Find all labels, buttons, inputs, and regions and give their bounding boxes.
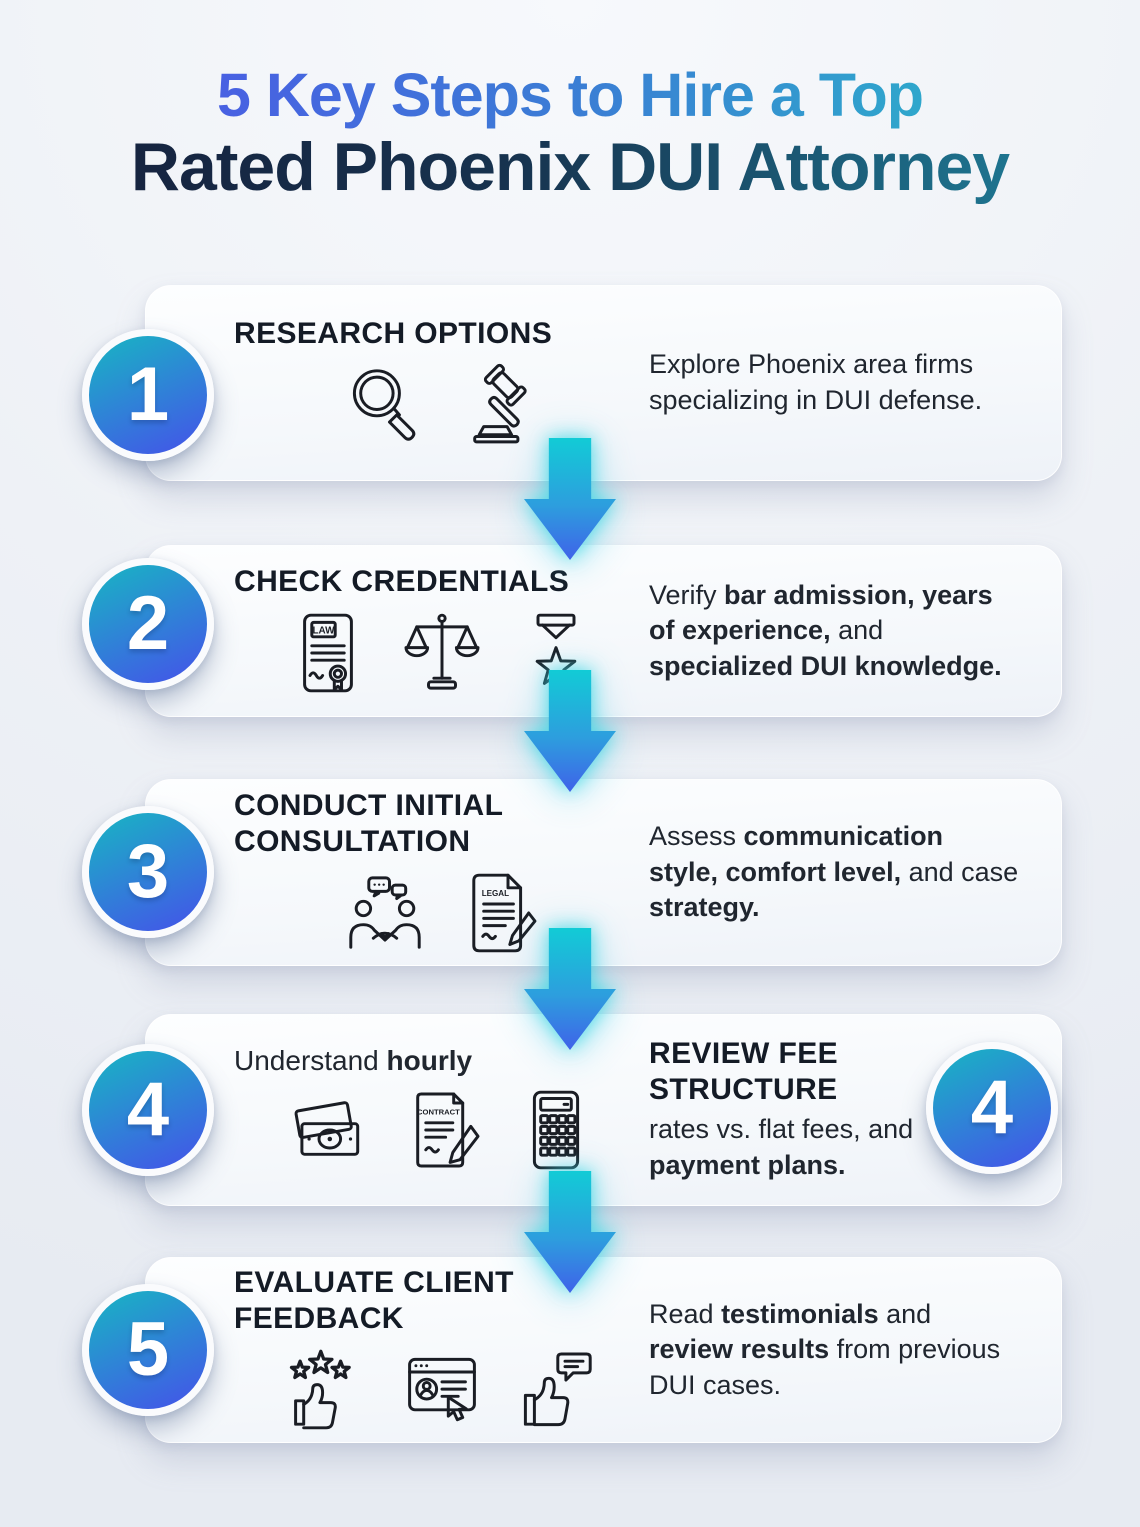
step-1-description: Explore Phoenix area firms specializing …: [649, 349, 983, 415]
step-5-number-badge: 5: [82, 1284, 214, 1416]
step-5-heading: EVALUATE CLIENT FEEDBACK: [234, 1266, 514, 1335]
svg-text:LAW: LAW: [312, 626, 335, 637]
step-1-icons: [340, 360, 544, 450]
step-3-card: CONDUCT INITIAL CONSULTATION LEGAL Asses…: [145, 779, 1062, 966]
svg-text:CONTRACT: CONTRACT: [417, 1108, 460, 1117]
step-4-text-column: REVIEW FEE STRUCTURE rates vs. flat fees…: [649, 1036, 949, 1183]
gavel-icon: [454, 360, 544, 450]
step-4-number-badge-left: 4: [82, 1044, 214, 1176]
magnifier-icon: [340, 360, 430, 450]
step-2-card: CHECK CREDENTIALS LAW Verify bar admissi…: [145, 545, 1062, 717]
thumb-chat-icon: [511, 1345, 601, 1435]
step-5-icons: [283, 1345, 601, 1435]
contract-icon: CONTRACT: [397, 1085, 487, 1175]
page-title: 5 Key Steps to Hire a Top Rated Phoenix …: [0, 61, 1140, 205]
arrow-down-icon: [524, 670, 616, 792]
step-3-number-badge: 3: [82, 806, 214, 938]
handshake-icon: [340, 868, 430, 958]
step-2-number: 2: [126, 581, 170, 666]
stars-thumb-icon: [283, 1345, 373, 1435]
step-4-number: 4: [126, 1067, 170, 1152]
step-2-icons: LAW: [283, 608, 601, 698]
step-4-label: Understand hourly: [234, 1045, 473, 1076]
step-1-heading: RESEARCH OPTIONS: [234, 317, 553, 350]
step-2-number-badge: 2: [82, 558, 214, 690]
arrow-down-icon: [524, 438, 616, 560]
step-1-card: RESEARCH OPTIONS Explore Phoenix area fi…: [145, 285, 1062, 481]
arrow-down-icon: [524, 1171, 616, 1293]
arrow-down-shape: [524, 438, 616, 560]
title-line-2: Rated Phoenix DUI Attorney: [0, 129, 1140, 205]
scales-icon: [397, 608, 487, 698]
step-2-description: Verify bar admission, years of experienc…: [649, 579, 1002, 681]
step-5-card: EVALUATE CLIENT FEEDBACK Read testimonia…: [145, 1257, 1062, 1443]
arrow-down-shape: [524, 670, 616, 792]
step-2-heading: CHECK CREDENTIALS: [234, 565, 570, 598]
step-3-heading: CONDUCT INITIAL CONSULTATION: [234, 788, 503, 858]
arrow-down-icon: [524, 928, 616, 1050]
calculator-icon: [511, 1085, 601, 1175]
step-4-description: rates vs. flat fees, and payment plans.: [649, 1114, 914, 1180]
money-icon: [283, 1085, 373, 1175]
step-4-number-badge-right: 4: [926, 1042, 1058, 1174]
step-1-number: 1: [126, 352, 170, 437]
step-4-card: Understand hourly CONTRACT REVIEW FEE ST…: [145, 1014, 1062, 1206]
step-3-head-column: CONDUCT INITIAL CONSULTATION LEGAL: [234, 788, 649, 958]
svg-text:LEGAL: LEGAL: [481, 888, 508, 897]
step-3-number: 3: [126, 829, 170, 914]
law-certificate-icon: LAW: [283, 608, 373, 698]
arrow-down-shape: [524, 928, 616, 1050]
step-3-description: Assess communication style, comfort leve…: [649, 821, 1019, 923]
step-4-heading: REVIEW FEE STRUCTURE: [649, 1037, 839, 1107]
step-1-head-column: RESEARCH OPTIONS: [234, 316, 649, 450]
step-5-number: 5: [126, 1307, 170, 1392]
arrow-down-shape: [524, 1171, 616, 1293]
step-5-head-column: EVALUATE CLIENT FEEDBACK: [234, 1265, 649, 1435]
step-1-number-badge: 1: [82, 329, 214, 461]
title-line-1: 5 Key Steps to Hire a Top: [0, 61, 1140, 129]
step-4-icons: CONTRACT: [283, 1085, 601, 1175]
step-2-head-column: CHECK CREDENTIALS LAW: [234, 564, 649, 698]
step-3-icons: LEGAL: [340, 868, 544, 958]
step-5-description: Read testimonials and review results fro…: [649, 1298, 1001, 1400]
legal-document-icon: LEGAL: [454, 868, 544, 958]
review-window-icon: [397, 1345, 487, 1435]
step-4-number: 4: [970, 1065, 1014, 1150]
step-4-head-column: Understand hourly CONTRACT: [234, 1045, 649, 1175]
